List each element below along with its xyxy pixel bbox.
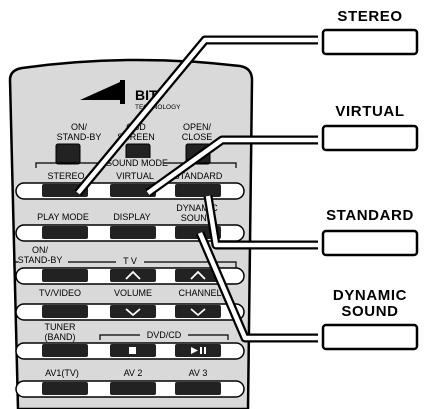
virtual-button[interactable] (110, 184, 156, 197)
dynamic-label-2: SOUND (181, 213, 214, 223)
chevron-up-icon (190, 270, 206, 280)
tv-on-standby-label-2: STAND-BY (18, 255, 63, 265)
play-mode-button[interactable] (42, 226, 88, 239)
on-standby-button[interactable] (55, 143, 81, 165)
channel-label: CHANNEL (178, 288, 221, 298)
osd-label-2: SCREEN (117, 132, 155, 142)
dynamic-callout-label-1: DYNAMIC (333, 287, 407, 304)
stereo-callout-label: STEREO (337, 8, 402, 25)
dynamic-label-1: DYNAMIC (176, 203, 218, 213)
av1-button[interactable] (42, 382, 88, 395)
tv-video-button[interactable] (42, 305, 88, 318)
stereo-button[interactable] (42, 184, 88, 197)
display-button[interactable] (110, 226, 156, 239)
stereo-callout-button (321, 28, 419, 56)
volume-up-button[interactable] (110, 269, 156, 282)
av1-label: AV1(TV) (45, 368, 79, 378)
dynamic-callout-label-2: SOUND (341, 303, 398, 320)
channel-down-button[interactable] (175, 305, 221, 318)
chevron-down-icon (190, 308, 206, 317)
sound-mode-label: SOUND MODE (106, 158, 168, 168)
dvd-cd-label: DVD/CD (147, 330, 182, 340)
on-standby-label-1: ON/ (71, 122, 88, 132)
tv-label: T V (123, 256, 137, 266)
virtual-label: VIRTUAL (116, 171, 154, 181)
av2-label: AV 2 (124, 368, 143, 378)
leader-lines (74, 35, 318, 343)
virtual-callout-label: VIRTUAL (335, 103, 404, 120)
play-pause-icon (191, 347, 206, 354)
display-label: DISPLAY (113, 212, 150, 222)
tuner-button[interactable] (42, 344, 88, 357)
standard-callout-button (321, 229, 419, 257)
chevron-down-icon (125, 308, 141, 317)
open-close-label-1: OPEN/ (183, 122, 212, 132)
standard-button[interactable] (175, 184, 221, 197)
tuner-label-2: (BAND) (45, 332, 76, 342)
on-standby-label-2: STAND-BY (57, 132, 102, 142)
play-mode-label: PLAY MODE (37, 212, 89, 222)
tv-on-standby-button[interactable] (42, 269, 88, 282)
tv-on-standby-label-1: ON/ (32, 245, 49, 255)
virtual-callout-button (321, 124, 419, 152)
stop-icon (129, 347, 136, 354)
dynamic-callout-button (321, 323, 419, 351)
standard-label: STANDARD (174, 171, 223, 181)
tv-video-label: TV/VIDEO (39, 288, 81, 298)
volume-label: VOLUME (114, 288, 152, 298)
av2-button[interactable] (110, 382, 156, 395)
open-close-label-2: CLOSE (182, 132, 213, 142)
standard-callout-label: STANDARD (326, 207, 414, 224)
stereo-label: STEREO (47, 171, 84, 181)
chevron-up-icon (125, 270, 141, 280)
av3-label: AV 3 (189, 368, 208, 378)
volume-down-button[interactable] (110, 305, 156, 318)
av3-button[interactable] (175, 382, 221, 395)
tuner-label-1: TUNER (45, 322, 76, 332)
channel-up-button[interactable] (175, 269, 221, 282)
logo-sub: TECHNOLOGY (135, 104, 181, 111)
